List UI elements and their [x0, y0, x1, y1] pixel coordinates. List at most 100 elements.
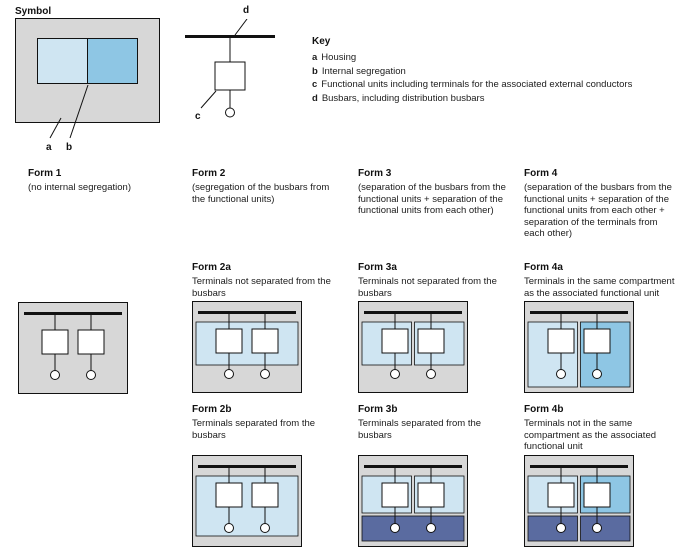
terminal	[592, 369, 602, 379]
terminal	[86, 370, 96, 380]
terminal	[426, 523, 436, 533]
form4a-description: Terminals in the same compartment as the…	[524, 276, 675, 299]
form3b-header: Form 3b Terminals separated from the bus…	[358, 404, 510, 441]
terminal	[260, 523, 270, 533]
form3-header: Form 3 (separation of the busbars from t…	[358, 168, 510, 217]
symbol-title: Symbol	[15, 6, 52, 17]
terminal	[390, 523, 400, 533]
terminal	[224, 523, 234, 533]
busbar	[530, 311, 628, 314]
key-text: Busbars, including distribution busbars	[321, 92, 485, 104]
functional-unit	[583, 328, 611, 354]
form3a-description: Terminals not separated from the busbars	[358, 276, 497, 299]
symbol-section: Symbol a b	[15, 6, 190, 166]
form2a-title: Form 2a	[192, 262, 231, 273]
functional-unit	[547, 482, 575, 508]
key-text: Internal segregation	[321, 65, 406, 77]
form3-title: Form 3	[358, 168, 392, 179]
functional-unit	[77, 329, 105, 355]
enclosure	[18, 302, 128, 394]
form1-header: Form 1 (no internal segregation)	[28, 168, 168, 194]
terminal-compartment	[580, 515, 631, 542]
form1-title: Form 1	[28, 168, 62, 179]
label-d: d	[243, 5, 250, 16]
busbar	[185, 35, 275, 38]
terminal-compartment	[361, 515, 465, 542]
functional-unit-symbol-drawing	[185, 19, 275, 118]
terminal	[556, 369, 566, 379]
form2a-diagram	[192, 301, 302, 393]
terminal	[556, 523, 566, 533]
label-c: c	[195, 111, 201, 122]
busbar	[364, 311, 462, 314]
form4b-title: Form 4b	[524, 404, 564, 415]
form2a-description: Terminals not separated from the busbars	[192, 276, 331, 299]
form4a-title: Form 4a	[524, 262, 563, 273]
functional-unit	[583, 482, 611, 508]
functional-unit-compartment	[195, 475, 299, 537]
key-text: Functional units including terminals for…	[321, 79, 633, 90]
form1-description: (no internal segregation)	[28, 182, 131, 193]
form3-description: (separation of the busbars from the func…	[358, 182, 506, 216]
pointer-line-c	[200, 90, 217, 109]
terminal	[50, 370, 60, 380]
busbar	[530, 465, 628, 468]
form2b-title: Form 2b	[192, 404, 232, 415]
label-b: b	[66, 142, 73, 153]
functional-unit	[251, 482, 279, 508]
form4-title: Form 4	[524, 168, 558, 179]
busbar	[198, 311, 296, 314]
key-letter: b	[312, 65, 318, 77]
terminal	[426, 369, 436, 379]
terminal-compartment	[527, 515, 578, 542]
pointer-line-a	[49, 117, 62, 139]
busbar	[198, 465, 296, 468]
form3a-header: Form 3a Terminals not separated from the…	[358, 262, 510, 299]
form2b-description: Terminals separated from the busbars	[192, 418, 316, 441]
busbar	[364, 465, 462, 468]
functional-unit	[214, 61, 246, 91]
form4a-header: Form 4a Terminals in the same compartmen…	[524, 262, 676, 299]
key-title: Key	[312, 36, 331, 47]
key-text: Housing	[321, 52, 357, 63]
form4b-diagram	[524, 455, 634, 547]
functional-unit-compartment	[195, 321, 299, 366]
label-a: a	[46, 142, 52, 153]
terminal	[592, 523, 602, 533]
pointer-line-b	[69, 84, 89, 139]
terminal	[224, 369, 234, 379]
form2a-header: Form 2a Terminals not separated from the…	[192, 262, 344, 299]
form3a-title: Form 3a	[358, 262, 397, 273]
form3b-description: Terminals separated from the busbars	[358, 418, 482, 441]
functional-unit	[417, 482, 445, 508]
form3a-diagram	[358, 301, 468, 393]
form2b-header: Form 2b Terminals separated from the bus…	[192, 404, 344, 441]
form2b-diagram	[192, 455, 302, 547]
form3b-title: Form 3b	[358, 404, 398, 415]
functional-unit	[41, 329, 69, 355]
form3b-diagram	[358, 455, 468, 547]
busbar	[24, 312, 122, 315]
terminal	[260, 369, 270, 379]
key-letter: a	[312, 52, 318, 63]
form4-header: Form 4 (separation of the busbars from t…	[524, 168, 676, 240]
functional-unit	[417, 328, 445, 354]
housing-symbol-drawing	[15, 18, 160, 139]
form4-description: (separation of the busbars from the func…	[524, 182, 672, 239]
form1-diagram	[18, 302, 128, 394]
form2-title: Form 2	[192, 168, 226, 179]
form2-description: (segregation of the busbars from the fun…	[192, 182, 330, 205]
functional-unit	[215, 328, 243, 354]
compartment-right	[87, 38, 138, 84]
functional-unit	[251, 328, 279, 354]
form2-header: Form 2 (segregation of the busbars from …	[192, 168, 344, 205]
functional-unit	[381, 328, 409, 354]
functional-unit	[381, 482, 409, 508]
key-letter: c	[312, 79, 318, 90]
functional-unit	[547, 328, 575, 354]
